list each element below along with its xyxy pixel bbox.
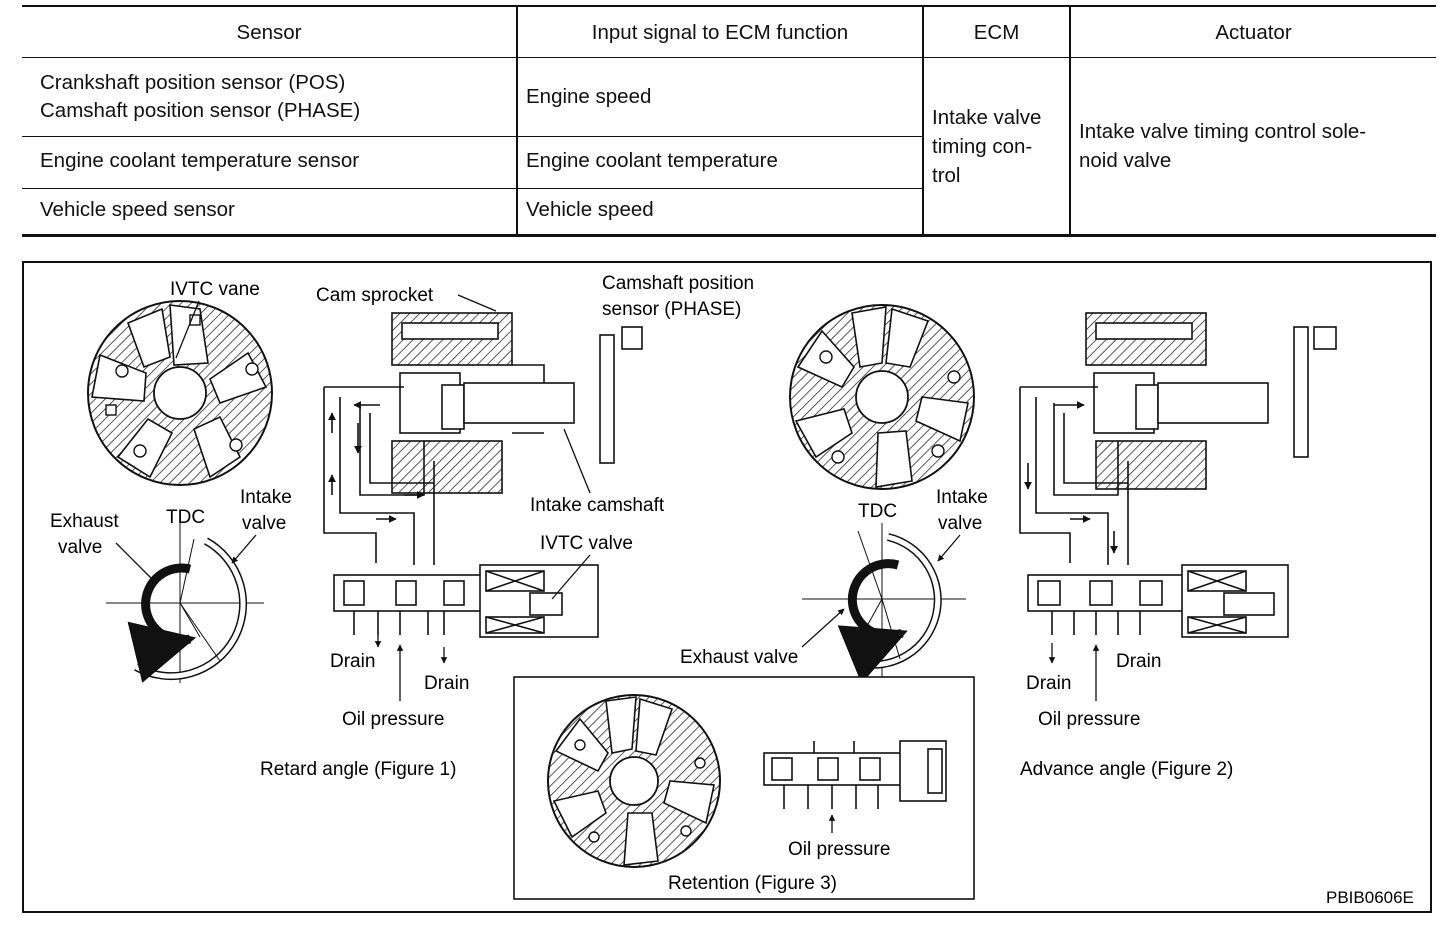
leader-ivtc-vane <box>175 300 200 359</box>
label-cam-sprocket: Cam sprocket <box>316 285 434 306</box>
sensor-coolant: Engine coolant temperature sensor <box>40 149 360 172</box>
cam-assembly-figure-2 <box>1019 312 1337 565</box>
input-vehicle-speed: Vehicle speed <box>526 198 654 221</box>
leader-intake-camshaft <box>563 428 591 494</box>
ecm-line-3: trol <box>932 164 961 187</box>
leader-intake-valve-left <box>231 534 257 564</box>
leader-exhaust-valve-mid <box>801 608 845 648</box>
figure-code: PBIB0606E <box>1326 888 1414 907</box>
label-exhaust-valve-2: valve <box>58 537 102 558</box>
ivtc-valve-figure-2 <box>1027 564 1289 638</box>
label-exhaust-valve-mid: Exhaust valve <box>680 647 798 668</box>
label-tdc-left: TDC <box>166 507 205 528</box>
label-oil-pressure-left: Oil pressure <box>342 709 444 730</box>
col-divider-1 <box>516 5 518 235</box>
label-ivtc-vane: IVTC vane <box>170 279 260 300</box>
table-bottom-rule <box>22 234 1436 237</box>
actuator-line-1: Intake valve timing control sole- <box>1079 120 1367 143</box>
row-rule-2 <box>22 188 924 189</box>
rotor-figure-2 <box>789 304 975 490</box>
caption-retard-angle: Retard angle (Figure 1) <box>260 759 456 780</box>
col-divider-3 <box>1069 5 1071 235</box>
header-input-signal: Input signal to ECM function <box>591 21 849 44</box>
label-tdc-mid: TDC <box>858 501 897 522</box>
label-cam-sensor-1: Camshaft position <box>602 273 754 294</box>
rotor-figure-3 <box>547 694 721 868</box>
actuator-line-2: noid valve <box>1079 149 1172 172</box>
label-intake-valve-mid-2: valve <box>938 513 982 534</box>
label-drain-c: Drain <box>1116 651 1161 672</box>
label-ivtc-valve: IVTC valve <box>540 533 633 554</box>
cam-assembly-figure-1 <box>323 312 643 565</box>
table-top-rule <box>22 5 1436 7</box>
rotor-figure-1 <box>87 300 273 486</box>
col-divider-2 <box>922 5 924 235</box>
input-engine-speed: Engine speed <box>526 85 652 108</box>
ivtc-valve-figure-1 <box>333 564 599 638</box>
label-intake-valve-mid-1: Intake <box>936 487 988 508</box>
label-cam-sensor-2: sensor (PHASE) <box>602 299 741 320</box>
timing-diagram-retard <box>106 523 264 683</box>
ivtc-diagram: IVTC vane Exhaust valve TDC Intake valve <box>50 273 1414 907</box>
leader-exhaust-valve <box>115 542 157 584</box>
sensor-vehicle-speed: Vehicle speed sensor <box>40 198 235 221</box>
label-oil-pressure-retention: Oil pressure <box>788 839 890 860</box>
sensor-phase: Camshaft position sensor (PHASE) <box>40 99 361 122</box>
header-actuator: Actuator <box>1215 21 1292 44</box>
ecm-line-1: Intake valve <box>932 106 1042 129</box>
leader-cam-sprocket <box>457 294 497 312</box>
timing-diagram-advance <box>802 523 966 684</box>
input-coolant-temp: Engine coolant temperature <box>526 149 778 172</box>
caption-advance-angle: Advance angle (Figure 2) <box>1020 759 1233 780</box>
label-drain-d: Drain <box>1026 673 1071 694</box>
ivtc-diagram-frame: IVTC vane Exhaust valve TDC Intake valve <box>22 261 1432 913</box>
label-intake-valve-left-2: valve <box>242 513 286 534</box>
label-exhaust-valve-1: Exhaust <box>50 511 119 532</box>
label-drain-a: Drain <box>330 651 375 672</box>
sensor-pos: Crankshaft position sensor (POS) <box>40 71 346 94</box>
caption-retention: Retention (Figure 3) <box>668 873 837 894</box>
header-sensor: Sensor <box>236 21 302 44</box>
label-oil-pressure-right: Oil pressure <box>1038 709 1140 730</box>
ivtc-valve-figure-3 <box>763 740 947 809</box>
leader-intake-valve-mid <box>937 534 961 562</box>
label-drain-b: Drain <box>424 673 469 694</box>
header-ecm: ECM <box>973 21 1020 44</box>
row-rule-1 <box>22 136 924 137</box>
label-intake-valve-left-1: Intake <box>240 487 292 508</box>
header-rule <box>22 57 1436 58</box>
label-intake-camshaft: Intake camshaft <box>530 495 665 516</box>
ecm-line-2: timing con- <box>932 135 1033 158</box>
leader-ivtc-valve <box>551 554 591 600</box>
